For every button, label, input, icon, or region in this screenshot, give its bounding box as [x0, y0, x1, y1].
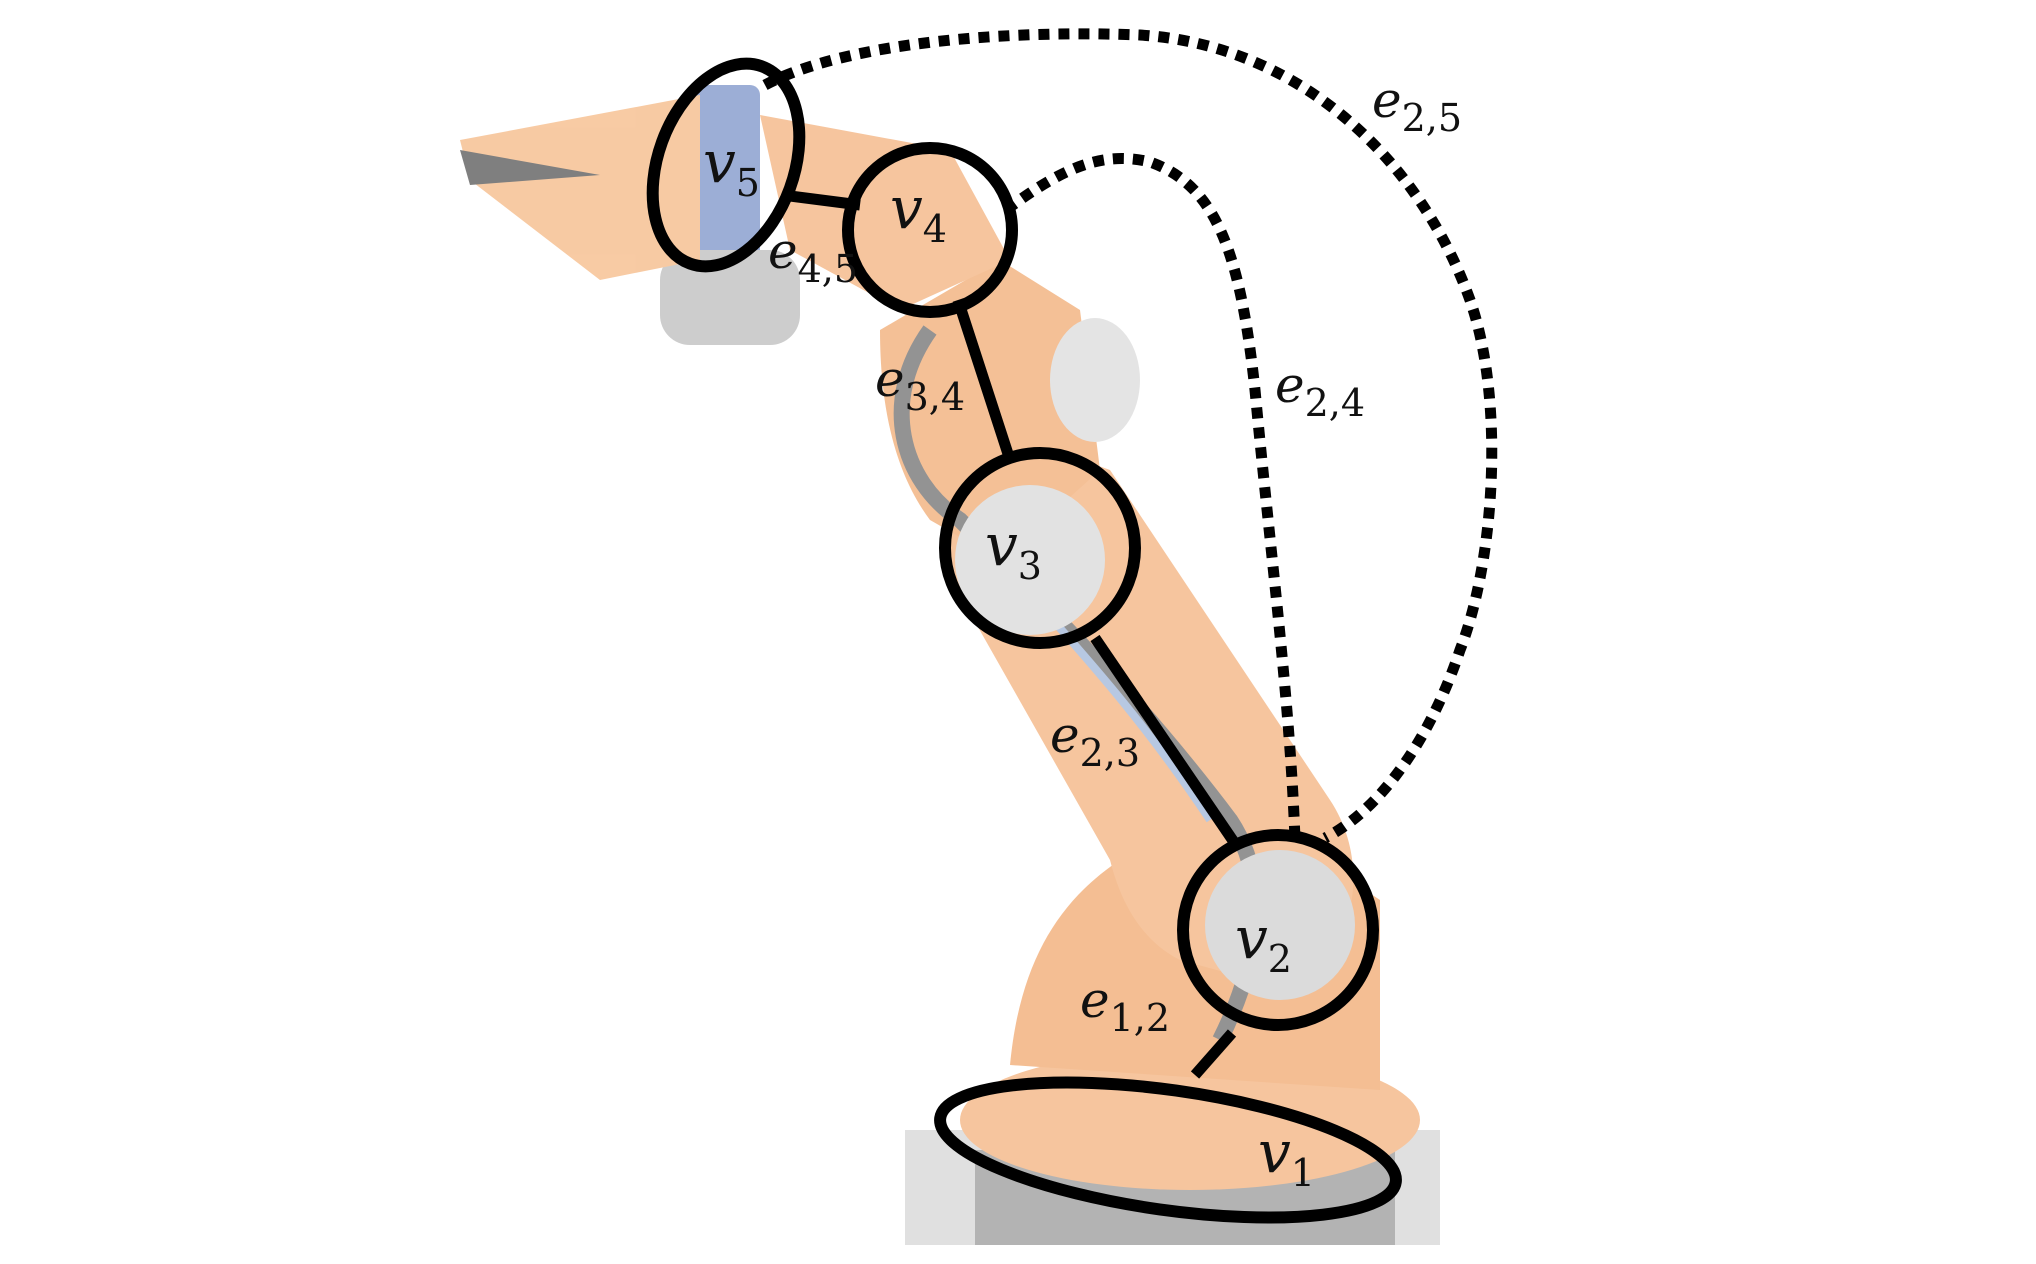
node-v2-label: v2 — [1235, 904, 1292, 981]
edge-e12-line — [1190, 1029, 1237, 1079]
node-v3-shape — [939, 447, 1141, 649]
dotted-edges — [762, 28, 1498, 843]
edge-e23-label: e2,3 — [1050, 706, 1140, 775]
robot-joint-3-disc — [955, 485, 1105, 635]
node-v1-label: v1 — [1258, 1118, 1315, 1195]
edge-e23-line — [1090, 634, 1243, 852]
edge-e25-label: e2,5 — [1372, 71, 1462, 140]
edge-labels: e1,2 e2,3 e3,4 e4,5 e2,4 e2,5 — [768, 71, 1462, 1040]
node-labels: v1 v2 v3 v4 v5 — [703, 128, 1315, 1195]
robot-wrist-motor — [1050, 318, 1140, 442]
robot-joint-2-disc — [1205, 850, 1355, 1000]
robot-gripper-mount — [690, 85, 760, 295]
edge-e45-label: e4,5 — [768, 222, 858, 291]
edge-e12-label: e1,2 — [1080, 971, 1170, 1040]
edge-e25-line — [762, 28, 1498, 843]
node-v3-label: v3 — [985, 511, 1042, 588]
node-v4-label: v4 — [890, 174, 947, 251]
node-v1-shape — [934, 1076, 1402, 1224]
node-v5-shape — [646, 57, 806, 273]
edge-e34-line — [952, 298, 1016, 462]
node-v4-shape — [842, 142, 1018, 318]
edge-e34-label: e3,4 — [875, 350, 965, 419]
graph-nodes — [646, 57, 1402, 1224]
robot-forearm — [760, 115, 1010, 310]
node-v5-label: v5 — [703, 128, 760, 205]
robot-arm-image — [460, 85, 1440, 1245]
node-v2-shape — [1177, 829, 1379, 1031]
edge-e24-line — [1002, 153, 1301, 841]
robot-gripper-motor — [660, 250, 800, 345]
edge-e24-label: e2,4 — [1275, 356, 1365, 425]
robot-gripper-jaw — [460, 150, 600, 185]
robot-gripper-fingers — [460, 95, 700, 280]
